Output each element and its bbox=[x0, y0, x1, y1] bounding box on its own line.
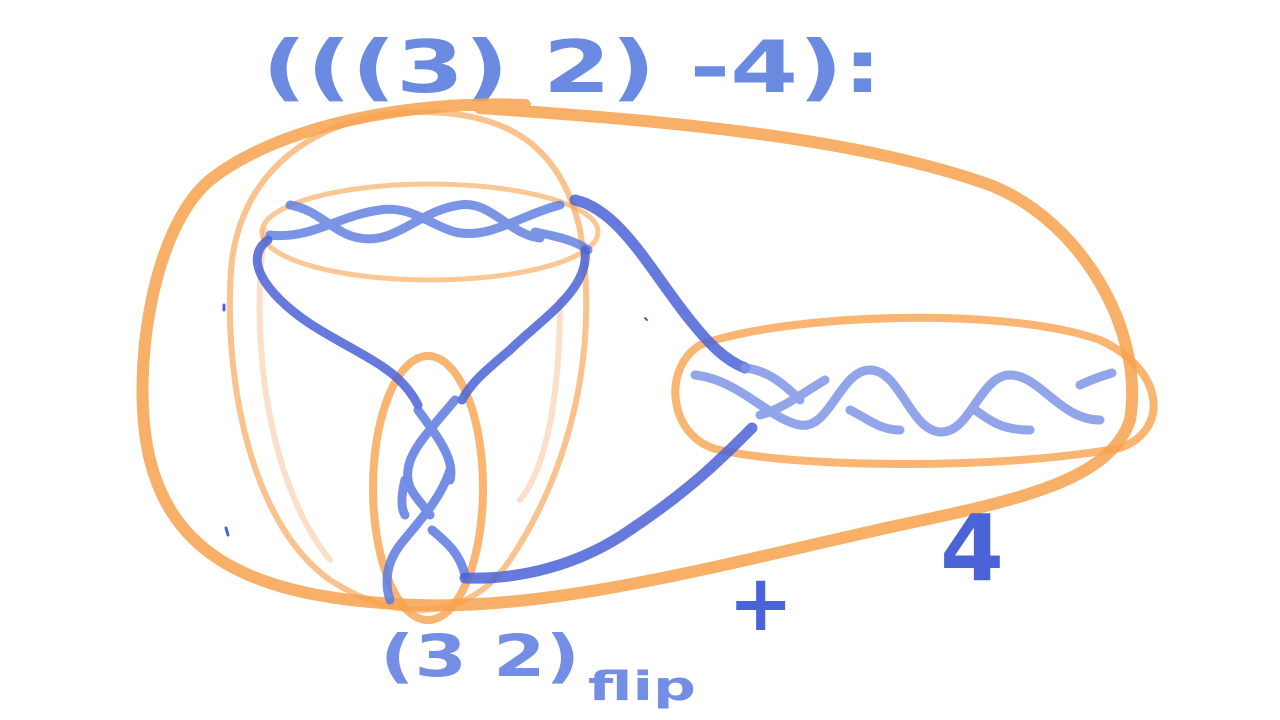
top-twist-3 bbox=[265, 200, 593, 255]
title-expression: (((3) 2) -4): bbox=[262, 25, 882, 109]
stray-mark-left-bottom bbox=[224, 526, 230, 537]
label-plus: + bbox=[728, 559, 793, 649]
label-flip-subscript: flip bbox=[588, 664, 696, 710]
label-3-2: (3 2) bbox=[380, 622, 580, 690]
strand-bottom-return bbox=[459, 422, 758, 584]
stray-mark-center bbox=[644, 317, 648, 321]
middle-orange-ellipse bbox=[369, 352, 487, 624]
strand-funnel-right bbox=[457, 245, 590, 405]
outer-orange-loop bbox=[136, 98, 1139, 612]
strand-diagonal-top bbox=[569, 194, 751, 374]
middle-twist-2 bbox=[382, 395, 470, 605]
right-twist-4 bbox=[690, 363, 1117, 437]
top-orange-ellipse bbox=[259, 181, 601, 283]
strand-funnel-left bbox=[252, 235, 423, 410]
right-orange-ellipse bbox=[671, 313, 1158, 468]
label-4-right: 4 bbox=[940, 495, 1004, 602]
left-orange-circle bbox=[226, 109, 590, 613]
